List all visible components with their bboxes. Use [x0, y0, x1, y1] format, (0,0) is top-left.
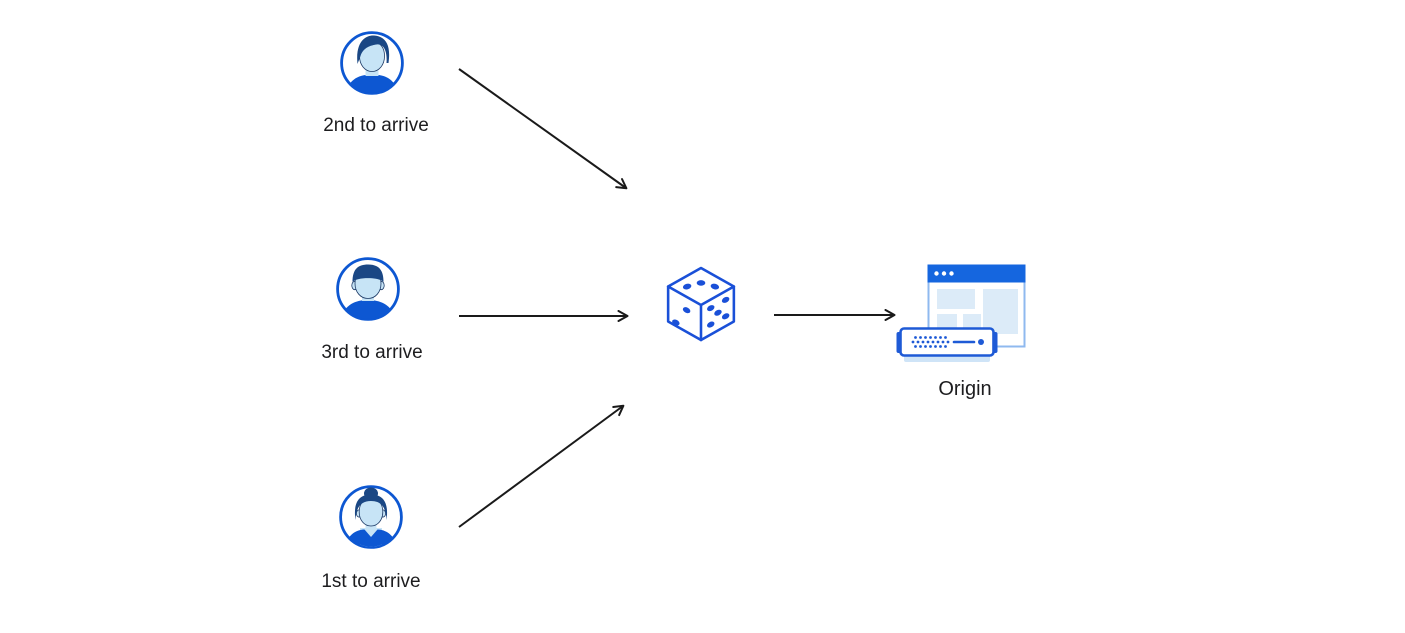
label-origin: Origin	[938, 378, 992, 400]
label-visitor-second: 2nd to arrive	[323, 115, 429, 136]
node-origin	[896, 262, 1028, 369]
avatar-male-swept-hair-icon	[340, 31, 404, 95]
label-visitor-third: 3rd to arrive	[321, 342, 423, 363]
dice-icon	[666, 266, 736, 342]
node-visitor-first	[338, 484, 404, 555]
avatar-female-bun-icon	[339, 485, 403, 549]
label-visitor-first: 1st to arrive	[321, 571, 421, 592]
server-dot-matrix	[911, 336, 950, 348]
node-visitor-third	[335, 256, 401, 327]
node-randomizer	[665, 266, 737, 347]
node-visitor-second	[339, 30, 405, 101]
arrow-visitor-first-to-randomizer	[458, 404, 625, 528]
origin-server-browser-icon	[896, 264, 1026, 362]
avatar-male-short-hair-icon	[336, 257, 400, 321]
